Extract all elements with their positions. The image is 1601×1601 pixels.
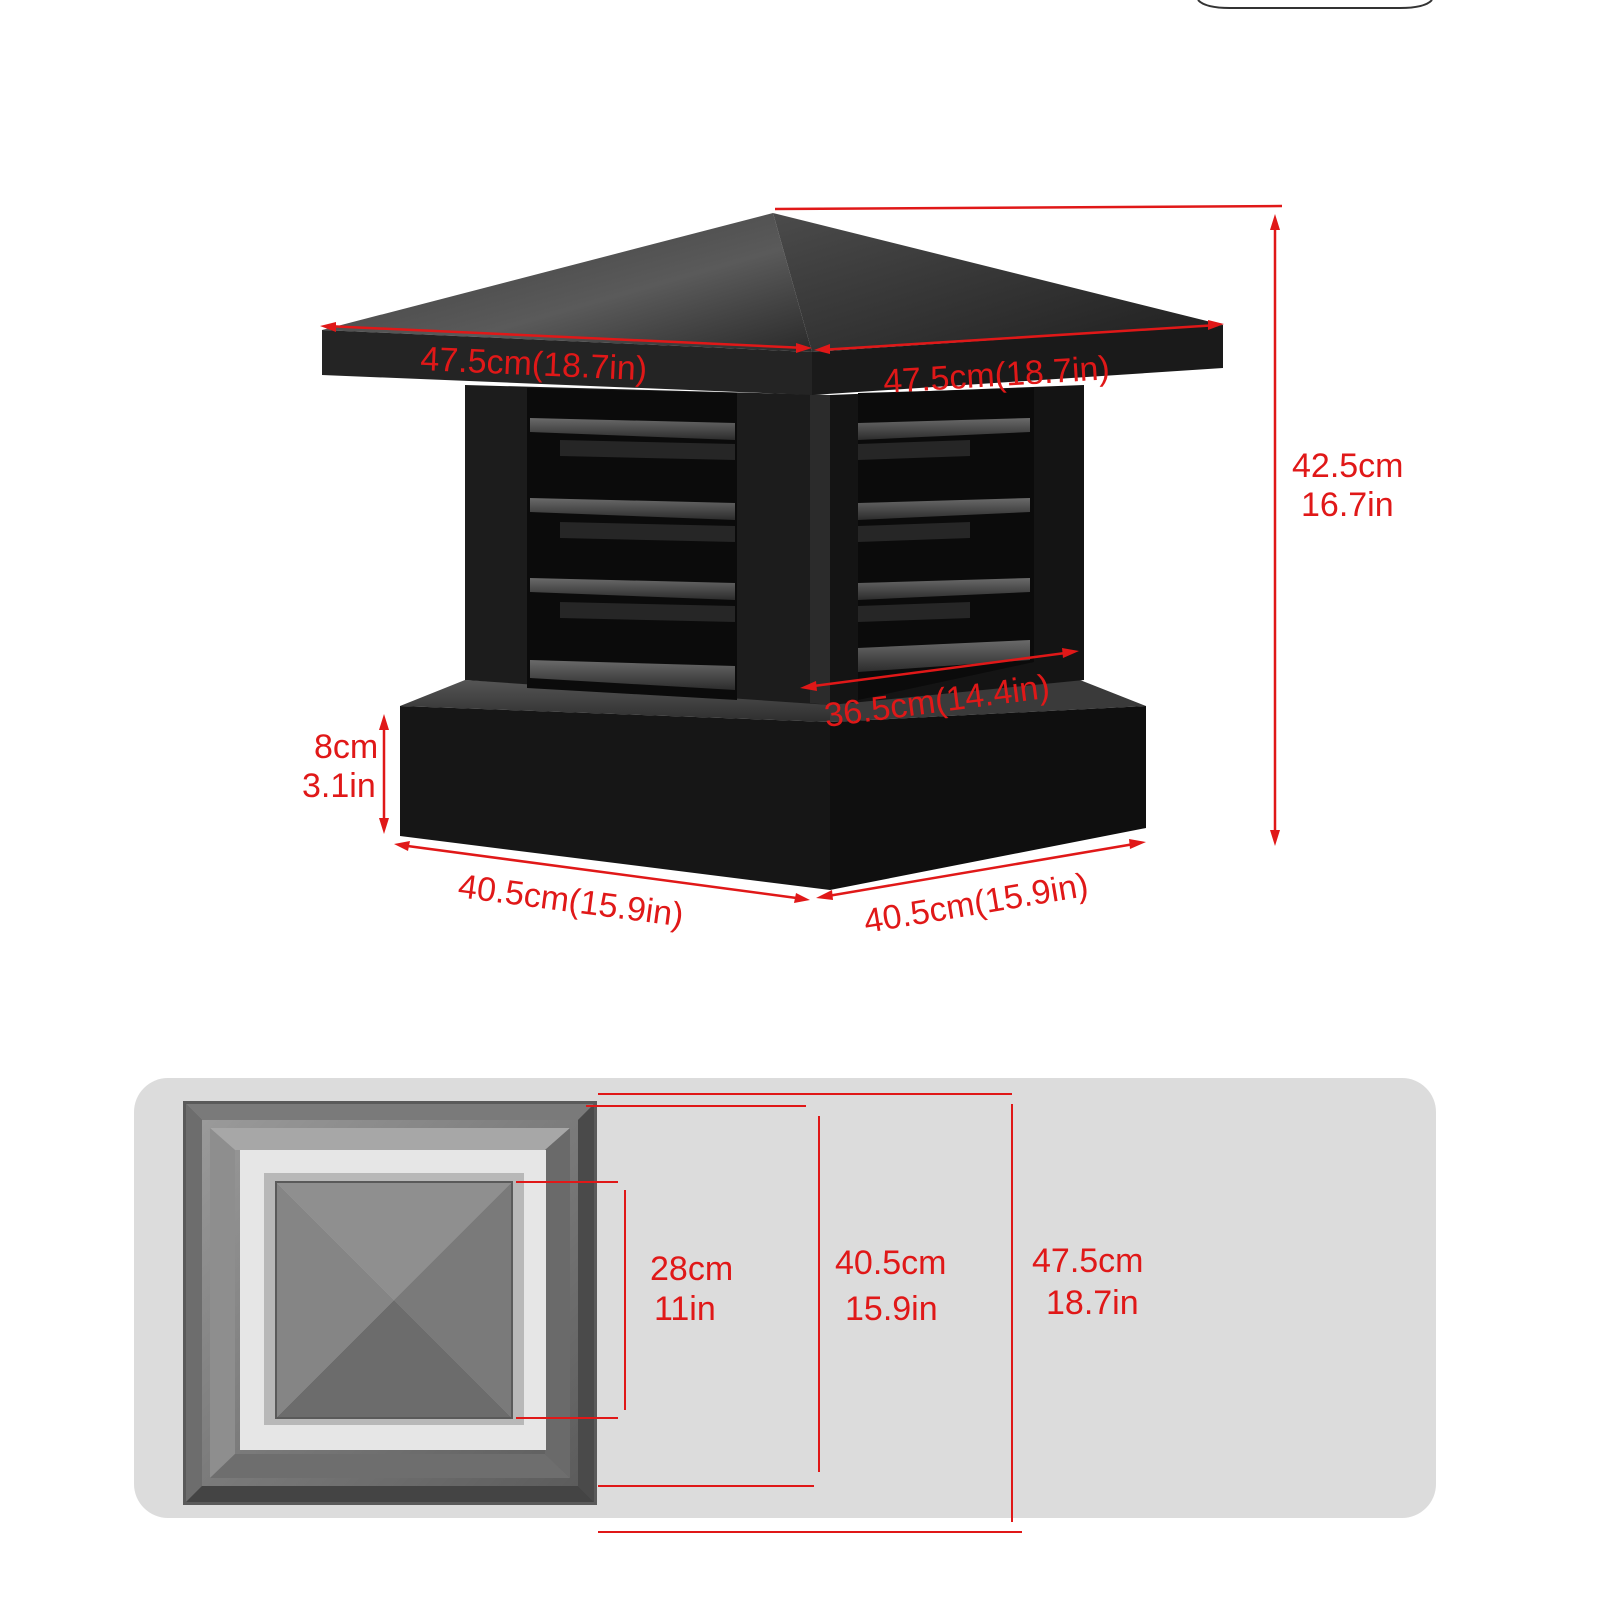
roof-in-label: 18.7in bbox=[1046, 1284, 1139, 1322]
base-left-dimension-line bbox=[399, 843, 805, 901]
louver-slats-right bbox=[858, 418, 1030, 672]
base-in-label: 15.9in bbox=[845, 1290, 938, 1328]
total-height-in-label: 16.7in bbox=[1301, 486, 1394, 524]
perspective-dimension-lines bbox=[325, 204, 1283, 901]
perspective-arrowheads bbox=[320, 214, 1280, 903]
louver-width-dimension-line bbox=[805, 650, 1074, 689]
total-height-cm-label: 42.5cm bbox=[1292, 447, 1404, 485]
top-view-inner-pyramid bbox=[275, 1181, 513, 1419]
top-edge-decoration bbox=[1197, 0, 1433, 9]
height-reference-line bbox=[774, 204, 1283, 211]
top-view-dimension-lines bbox=[516, 1093, 1022, 1533]
cupola-body bbox=[465, 385, 1084, 705]
louver-slats-left bbox=[530, 418, 735, 690]
base-right-width-label: 40.5cm(15.9in) bbox=[861, 866, 1091, 941]
cupola-roof bbox=[322, 213, 1223, 395]
roof-cm-label: 47.5cm bbox=[1032, 1242, 1144, 1280]
opening-in-label: 11in bbox=[654, 1290, 716, 1328]
louver-opening-right bbox=[858, 388, 1034, 700]
base-right-dimension-line bbox=[821, 841, 1141, 899]
roof-right-dimension-line bbox=[819, 323, 1219, 352]
top-view-panel bbox=[134, 1078, 1436, 1518]
cupola-perspective-view bbox=[322, 213, 1223, 890]
opening-cm-label: 28cm bbox=[650, 1250, 733, 1288]
base-height-cm-label: 8cm bbox=[314, 728, 378, 766]
base-height-in-label: 3.1in bbox=[302, 767, 376, 805]
base-cm-label: 40.5cm bbox=[835, 1244, 947, 1282]
cupola-base bbox=[400, 680, 1146, 890]
roof-left-dimension-line bbox=[325, 324, 807, 350]
louver-opening-left bbox=[527, 388, 737, 700]
